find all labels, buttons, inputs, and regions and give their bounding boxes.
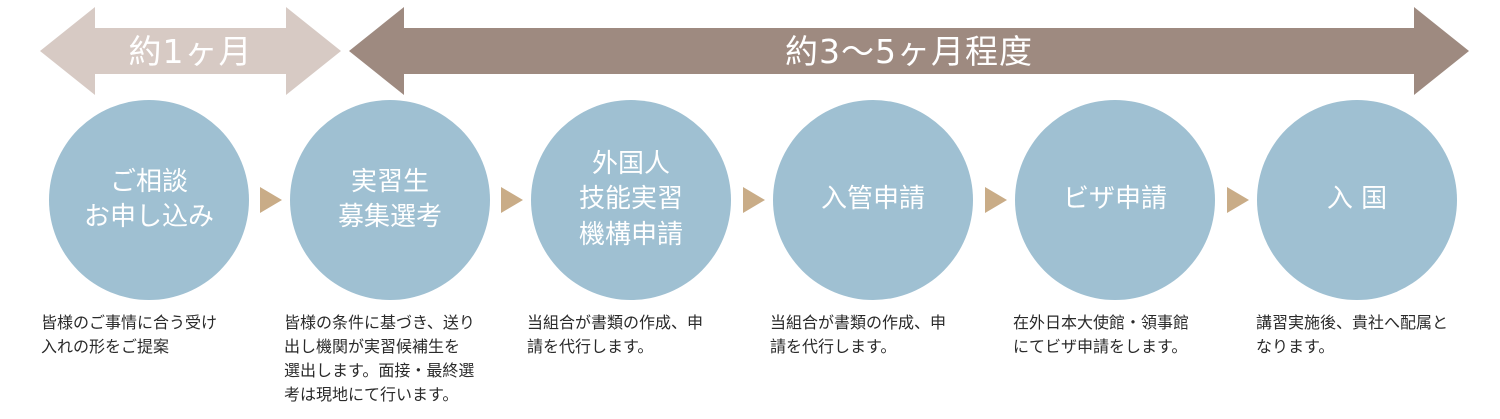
step-description-recruitment: 皆様の条件に基づき、送り 出し機関が実習候補生を 選出します。面接・最終選 考は…: [284, 311, 506, 407]
phase-arrows: [40, 7, 1469, 95]
desc-line: 出し機関が実習候補生を: [284, 337, 461, 356]
desc-line: 当組合が書類の作成、申: [770, 313, 947, 332]
phase-arrow-first: [40, 7, 341, 95]
step-connector-arrow: [985, 187, 1007, 213]
step-description-consultation: 皆様のご事情に合う受け 入れの形をご提案: [41, 311, 263, 359]
step-title-line: 募集選考: [337, 202, 442, 232]
step-circle-immigration-application: 入管申請: [773, 100, 973, 300]
step-connector-arrow: [1227, 187, 1249, 213]
step-title-line: 入管申請: [820, 184, 925, 215]
phase-label-first: 約1ヶ月: [128, 32, 253, 71]
step-title-line: ビザ申請: [1062, 184, 1167, 215]
desc-line: 考は現地にて行います。: [284, 385, 459, 404]
desc-line: 請を代行します。: [527, 337, 654, 356]
desc-line: 皆様の条件に基づき、送り: [284, 313, 475, 332]
step-title-line: ご相談: [109, 166, 188, 197]
step-connector-arrow: [743, 187, 765, 213]
step-circle-visa-application: ビザ申請: [1015, 100, 1215, 300]
desc-line: 請を代行します。: [770, 337, 897, 356]
step-description-otit-application: 当組合が書類の作成、申 請を代行します。: [527, 311, 749, 359]
phase-arrow-second: [349, 7, 1469, 95]
step-title-line: 実習生: [350, 166, 429, 197]
desc-line: 入れの形をご提案: [41, 337, 170, 356]
desc-line: 当組合が書類の作成、申: [527, 313, 704, 332]
step-title-line: お申し込み: [83, 202, 214, 232]
desc-line: 講習実施後、貴社へ配属と: [1256, 313, 1449, 332]
desc-line: 在外日本大使館・領事館: [1013, 313, 1190, 332]
step-description-immigration-application: 当組合が書類の作成、申 請を代行します。: [770, 311, 992, 359]
step-description-visa-application: 在外日本大使館・領事館 にてビザ申請をします。: [1013, 311, 1235, 359]
step-connector-arrow: [501, 187, 523, 213]
step-connector-arrow: [260, 187, 282, 213]
desc-line: 皆様のご事情に合う受け: [41, 313, 218, 332]
step-title-line: 機構申請: [578, 219, 683, 250]
step-description-entry: 講習実施後、貴社へ配属と なります。: [1256, 311, 1478, 359]
step-circle-entry: 入 国: [1257, 100, 1457, 300]
step-circle-otit-application: 外国人 技能実習 機構申請: [531, 100, 731, 300]
step-title-line: 外国人: [591, 149, 670, 180]
step-title-line: 入 国: [1326, 184, 1388, 215]
desc-line: なります。: [1256, 337, 1335, 356]
step-title-line: 技能実習: [578, 184, 683, 215]
desc-line: にてビザ申請をします。: [1013, 337, 1188, 356]
desc-line: 選出します。面接・最終選: [284, 361, 475, 380]
phase-label-second: 約3〜5ヶ月程度: [785, 32, 1033, 71]
step-circle-recruitment: 実習生 募集選考: [290, 100, 490, 300]
step-circle-consultation: ご相談 お申し込み: [49, 100, 249, 300]
